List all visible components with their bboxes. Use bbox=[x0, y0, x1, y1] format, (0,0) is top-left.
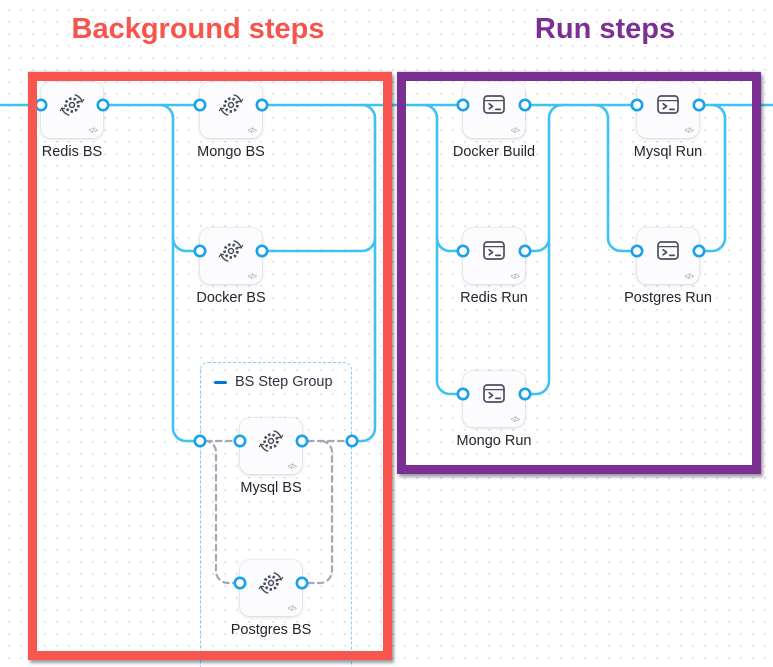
code-icon: </> bbox=[510, 126, 520, 135]
step-node-mongo-run: </> Mongo Run bbox=[457, 371, 531, 449]
step-card[interactable]: </> bbox=[463, 228, 525, 284]
step-card[interactable]: </> bbox=[41, 82, 103, 138]
step-node-redis-bs: </> Redis BS bbox=[41, 82, 103, 160]
background-steps-title: Background steps bbox=[71, 13, 325, 45]
code-icon: </> bbox=[88, 126, 98, 135]
run-steps-title: Run steps bbox=[534, 13, 676, 45]
code-icon: </> bbox=[684, 272, 694, 281]
step-node-postgres-run: </> Postgres Run bbox=[624, 228, 712, 306]
step-label: Redis Run bbox=[460, 290, 528, 306]
code-icon: </> bbox=[510, 272, 520, 281]
step-group-header: BS Step Group bbox=[214, 374, 351, 390]
step-card[interactable]: </> bbox=[637, 228, 699, 284]
code-icon: </> bbox=[287, 462, 297, 471]
collapse-group-icon[interactable] bbox=[214, 380, 227, 384]
code-icon: </> bbox=[247, 272, 257, 281]
step-node-docker-bs: </> Docker BS bbox=[196, 228, 266, 306]
step-group-label: BS Step Group bbox=[235, 374, 333, 390]
step-card[interactable]: </> bbox=[463, 82, 525, 138]
step-node-mysql-run: </> Mysql Run bbox=[634, 82, 702, 160]
step-label: Docker BS bbox=[196, 290, 266, 306]
step-node-mongo-bs: </> Mongo BS bbox=[197, 82, 265, 160]
code-icon: </> bbox=[247, 126, 257, 135]
bs-step-group[interactable]: BS Step Group bbox=[200, 362, 352, 667]
code-icon: </> bbox=[684, 126, 694, 135]
run-steps-annotation-box bbox=[397, 72, 761, 474]
step-node-mysql-bs: </> Mysql BS bbox=[240, 418, 302, 496]
code-icon: </> bbox=[510, 415, 520, 424]
step-label: Postgres BS bbox=[230, 622, 312, 638]
step-label: Mongo BS bbox=[197, 144, 265, 160]
background-steps-annotation-box bbox=[28, 72, 392, 660]
step-label: Redis BS bbox=[41, 144, 103, 160]
step-card[interactable]: </> bbox=[200, 228, 262, 284]
step-card[interactable]: </> bbox=[240, 418, 302, 474]
step-node-postgres-bs: </> Postgres BS bbox=[231, 560, 311, 638]
step-label: Mongo Run bbox=[456, 433, 532, 449]
step-card[interactable]: </> bbox=[637, 82, 699, 138]
step-card[interactable]: </> bbox=[463, 371, 525, 427]
step-label: Postgres Run bbox=[624, 290, 712, 306]
step-label: Mysql Run bbox=[633, 144, 703, 160]
code-icon: </> bbox=[287, 604, 297, 613]
step-card[interactable]: </> bbox=[240, 560, 302, 616]
step-node-docker-build: </> Docker Build bbox=[453, 82, 535, 160]
step-node-redis-run: </> Redis Run bbox=[460, 228, 528, 306]
step-label: Docker Build bbox=[452, 144, 536, 160]
step-card[interactable]: </> bbox=[200, 82, 262, 138]
step-label: Mysql BS bbox=[240, 480, 302, 496]
